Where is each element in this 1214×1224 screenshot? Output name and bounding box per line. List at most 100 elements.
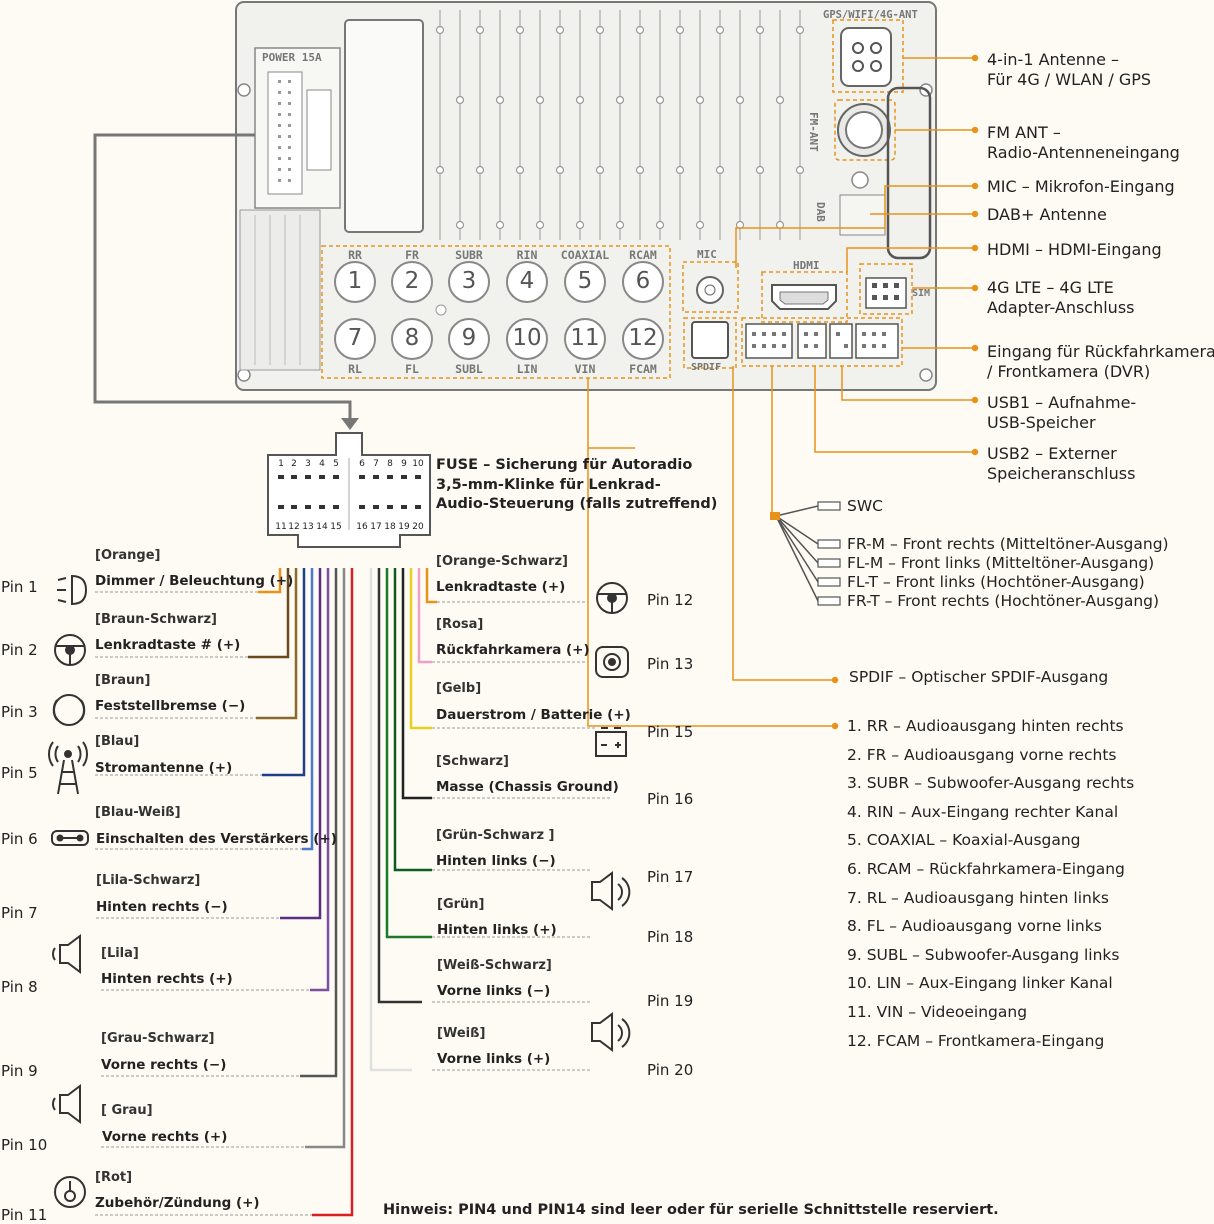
harness-pin [278, 475, 284, 479]
rca-jack [622, 318, 664, 360]
callout-lte: 4G LTE – 4G LTE Adapter-Anschluss [987, 278, 1135, 317]
rca-jack [448, 261, 490, 303]
harness-pin-number: 3 [305, 459, 311, 469]
harness-pin [305, 475, 311, 479]
heatsink-rivet [695, 95, 705, 105]
callout-antenna: 4-in-1 Antenne – Für 4G / WLAN / GPS [987, 50, 1152, 89]
harness-pin-number: 16 [356, 522, 368, 532]
harness-pin-number: 9 [401, 459, 407, 469]
pin-label: Pin 18 [647, 928, 694, 946]
swc-item: FL-M – Front links (Mitteltöner-Ausgang) [847, 554, 1155, 572]
wire-color-tag: [Weiß] [437, 1026, 486, 1041]
heatsink-rivet [555, 165, 565, 175]
harness-pin-number: 7 [373, 459, 379, 469]
callout-usb2: USB2 – Externer Speicheranschluss [987, 444, 1136, 483]
power-pin [288, 124, 291, 127]
wire-color-tag: [Rot] [95, 1170, 133, 1185]
heatsink-rivet [495, 220, 505, 230]
hdmi-label: HDMI [793, 259, 820, 272]
footnote: Hinweis: PIN4 und PIN14 sind leer oder f… [383, 1202, 999, 1218]
ignition-key-icon [54, 1176, 86, 1208]
harness-pin [359, 505, 365, 509]
pin-function: Vorne links (−) [437, 983, 551, 999]
pin-label: Pin 12 [647, 591, 694, 609]
heatsink-rivet [535, 95, 545, 105]
pin-function: Zubehör/Zündung (+) [95, 1195, 260, 1211]
heatsink-rivet [595, 25, 605, 35]
pin-function: Hinten rechts (+) [101, 971, 233, 987]
pin-label: Pin 13 [647, 655, 694, 673]
heatsink-rivet [435, 25, 445, 35]
callout-camera: Eingang für Rückfahrkamera / Frontkamera… [987, 342, 1214, 381]
harness-pin-number: 20 [412, 522, 424, 532]
pin-label: Pin 17 [647, 868, 694, 886]
mic-label: MIC [697, 248, 717, 261]
rca-top-label: SUBR [455, 248, 483, 262]
callout-lines [587, 54, 979, 730]
rca-legend-item: 5. COAXIAL – Koaxial-Ausgang [847, 831, 1081, 850]
harness-pin-number: 13 [302, 522, 314, 532]
heatsink-rivet [495, 95, 505, 105]
pin-label: Pin 5 [1, 764, 38, 782]
harness-pin [401, 475, 407, 479]
camera-icon [595, 646, 629, 678]
heatsink-rivet [675, 25, 685, 35]
dimmer-icon [57, 574, 88, 606]
rca-legend-item: 7. RL – Audioausgang hinten links [847, 888, 1109, 907]
heatsink-rivet [755, 25, 765, 35]
heatsink-rivet [475, 165, 485, 175]
harness-pin-number: 10 [412, 459, 424, 469]
steering-wheel-icon [596, 582, 628, 614]
wire-color-tag: [Blau-Weiß] [95, 805, 181, 820]
heatsink-rivet [475, 25, 485, 35]
wire-color-tag: [Orange-Schwarz] [436, 554, 568, 569]
power-label: POWER 15A [262, 51, 322, 64]
wire-color-tag: [Braun] [95, 673, 151, 688]
heatsink-rivet [655, 220, 665, 230]
rca-jack-number: 5 [577, 268, 593, 294]
power-pin [288, 102, 291, 105]
swc-item: FL-T – Front links (Hochtöner-Ausgang) [847, 573, 1145, 591]
harness-pin [305, 505, 311, 509]
heatsink-rivet [635, 165, 645, 175]
rca-jack-number: 6 [635, 268, 651, 294]
rca-top-label: RR [348, 248, 362, 262]
rca-plugs [817, 501, 841, 606]
harness-pin [291, 505, 297, 509]
pin-label: Pin 6 [1, 830, 38, 848]
rca-legend-item: 10. LIN – Aux-Eingang linker Kanal [847, 974, 1113, 993]
spdif-label: SPDIF [691, 362, 722, 373]
pin-function: Dauerstrom / Batterie (+) [436, 707, 631, 723]
leader-lines [95, 591, 612, 1216]
rca-legend-item: 6. RCAM – Rückfahrkamera-Eingang [847, 860, 1125, 878]
harness-pin [373, 505, 379, 509]
swc-item: FR-M – Front rechts (Mitteltöner-Ausgang… [847, 535, 1169, 553]
power-pin [278, 102, 281, 105]
rca-top-label: FR [405, 248, 419, 262]
harness-pin [333, 505, 339, 509]
callout-usb1: USB1 – Aufnahme- USB-Speicher [987, 393, 1137, 432]
wire-color-tag: [Gelb] [436, 681, 482, 696]
heatsink-rivet [455, 95, 465, 105]
fuse-description: FUSE – Sicherung für Autoradio 3,5-mm-Kl… [436, 457, 718, 512]
rca-jack-number: 2 [404, 268, 420, 294]
amplifier-icon [51, 830, 89, 846]
callout-spdif: SPDIF – Optischer SPDIF-Ausgang [849, 668, 1109, 686]
rca-legend-item: 9. SUBL – Subwoofer-Ausgang links [847, 945, 1120, 964]
harness-pin [278, 505, 284, 509]
rca-jack-number: 3 [461, 268, 477, 294]
callout-mic: MIC – Mikrofon-Eingang [987, 177, 1175, 196]
harness-pin-number: 18 [384, 522, 396, 532]
heatsink-rivet [455, 220, 465, 230]
power-pin [278, 135, 281, 138]
pin-function: Vorne links (+) [437, 1051, 551, 1067]
power-pin [288, 135, 291, 138]
power-pin [278, 157, 281, 160]
harness-connector [267, 432, 431, 548]
pin-label: Pin 9 [1, 1062, 38, 1080]
power-pin [278, 91, 281, 94]
rca-bottom-label: FCAM [629, 362, 657, 376]
pin-function: Hinten rechts (−) [96, 899, 228, 915]
harness-pin [415, 475, 421, 479]
